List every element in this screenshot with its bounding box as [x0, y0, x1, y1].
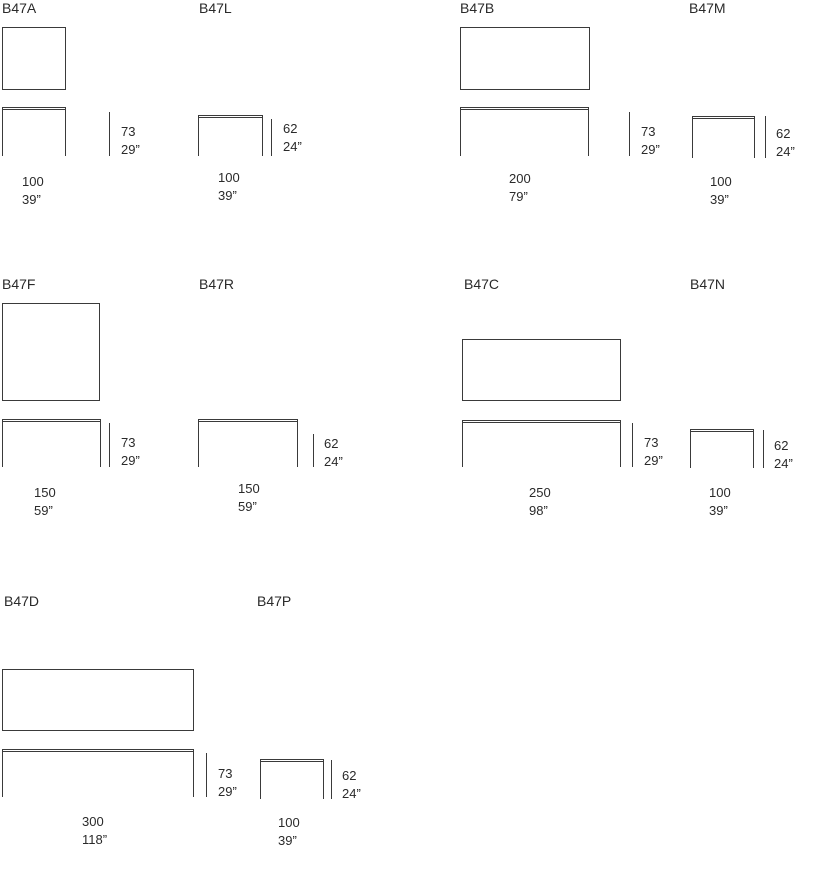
model-code-b47d: B47D	[4, 593, 40, 609]
model-code-b47p: B47P	[257, 593, 292, 609]
plan-view-b47c	[462, 339, 621, 401]
plan-view-b47d	[2, 669, 194, 731]
model-code-b47f: B47F	[2, 276, 36, 292]
height-dimension-line-b47n	[763, 430, 764, 468]
model-code-b47c: B47C	[464, 276, 500, 292]
model-code-b47r: B47R	[199, 276, 235, 292]
height-dimension-line-b47f	[109, 423, 110, 467]
elevation-view-b47m	[692, 116, 755, 158]
height-dimension-line-b47p	[331, 760, 332, 799]
elevation-view-b47p	[260, 759, 324, 799]
height-dimension-line-b47b	[629, 112, 630, 156]
model-code-b47a: B47A	[2, 0, 37, 16]
elevation-view-b47f	[2, 419, 101, 467]
elevation-view-b47n	[690, 429, 754, 468]
elevation-view-b47l	[198, 115, 263, 156]
height-dimension-line-b47d	[206, 753, 207, 797]
height-dimension-line-b47a	[109, 112, 110, 156]
model-code-b47n: B47N	[690, 276, 726, 292]
elevation-view-b47d	[2, 749, 194, 797]
model-code-b47m: B47M	[689, 0, 726, 16]
model-code-b47l: B47L	[199, 0, 232, 16]
plan-view-b47f	[2, 303, 100, 401]
height-dimension-line-b47r	[313, 434, 314, 467]
model-code-b47b: B47B	[460, 0, 495, 16]
elevation-view-b47b	[460, 107, 589, 156]
plan-view-b47a	[2, 27, 66, 90]
elevation-view-b47a	[2, 107, 66, 156]
height-dimension-line-b47c	[632, 423, 633, 467]
plan-view-b47b	[460, 27, 590, 90]
height-dimension-line-b47l	[271, 119, 272, 156]
elevation-view-b47c	[462, 420, 621, 467]
elevation-view-b47r	[198, 419, 298, 467]
height-dimension-line-b47m	[765, 116, 766, 158]
